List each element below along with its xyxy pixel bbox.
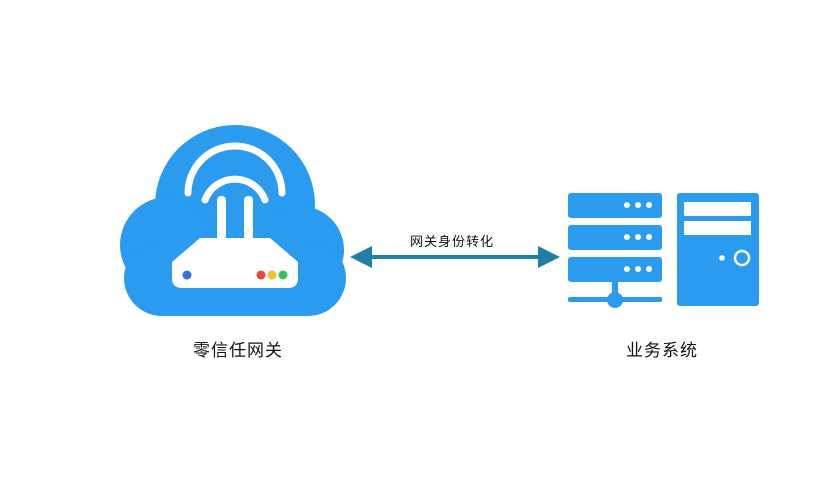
arrowhead-left-icon (350, 246, 372, 268)
edge-label: 网关身份转化 (410, 235, 495, 250)
led-red (256, 270, 266, 280)
router-body (172, 238, 298, 288)
cloud-router-icon (120, 125, 346, 316)
bidirectional-arrow (350, 246, 560, 268)
server-rack-icon (568, 193, 759, 308)
arrowhead-right-icon (538, 246, 560, 268)
server-unit-1 (568, 193, 662, 218)
tower-server-icon (677, 193, 759, 306)
led-blue (182, 270, 192, 280)
wifi-signal-icon (184, 142, 286, 204)
router-antennas (217, 196, 253, 240)
led-green (278, 270, 288, 280)
network-connector (568, 282, 662, 308)
server-unit-3 (568, 257, 662, 282)
business-system-label: 业务系统 (626, 341, 698, 361)
led-yellow (267, 270, 277, 280)
gateway-label: 零信任网关 (193, 341, 283, 361)
server-unit-2 (568, 225, 662, 250)
